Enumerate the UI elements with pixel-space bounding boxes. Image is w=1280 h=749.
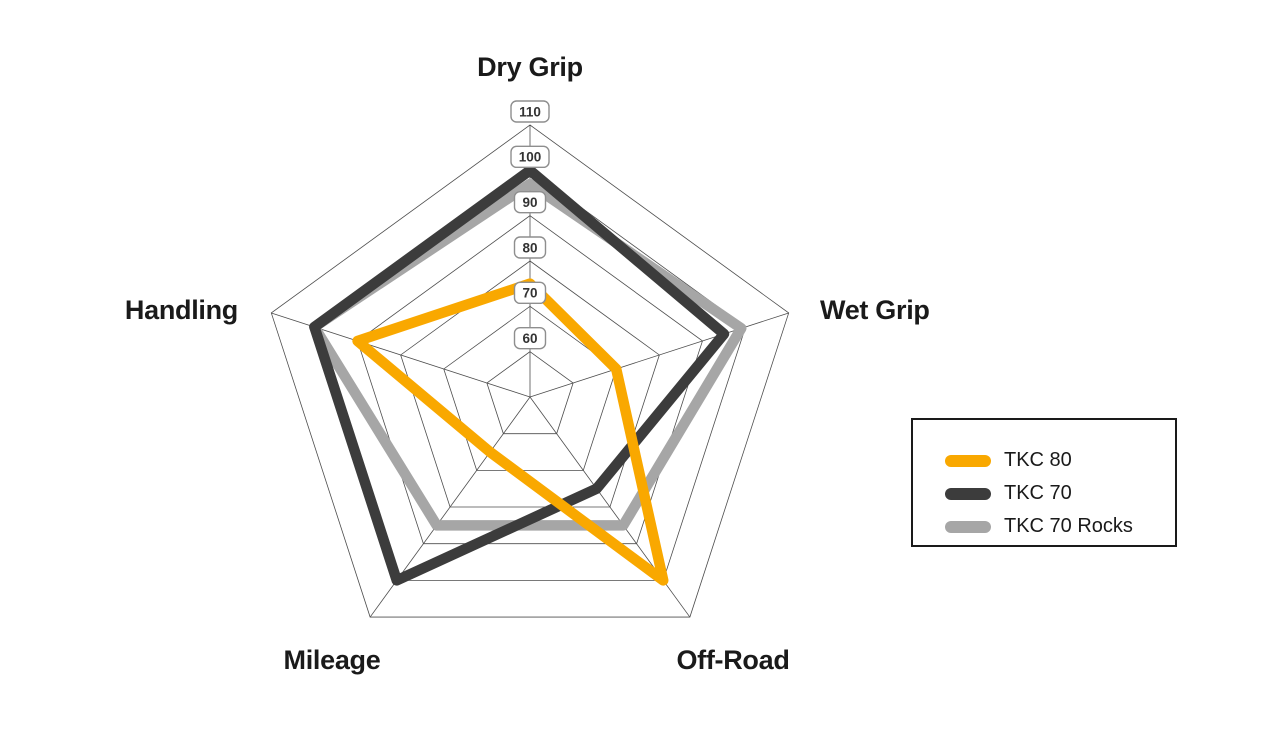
axis-label-off-road: Off-Road <box>676 645 790 675</box>
legend-item-tkc-70: TKC 70 <box>945 477 1175 510</box>
legend-swatch-tkc-70 <box>945 487 991 500</box>
legend-label-tkc-70: TKC 70 <box>1004 482 1072 504</box>
legend: TKC 80 TKC 70 TKC 70 Rocks <box>911 418 1177 547</box>
legend-item-tkc-70-rocks: TKC 70 Rocks <box>945 510 1175 543</box>
tick-label-90: 90 <box>522 195 537 210</box>
tick-box-80 <box>513 236 547 259</box>
axis-label-handling: Handling <box>124 295 238 325</box>
radar-ring-90 <box>357 215 703 545</box>
tick-box-60 <box>513 326 547 350</box>
tick-box-100 <box>510 145 550 169</box>
legend-rows: TKC 80 TKC 70 TKC 70 Rocks <box>945 444 1175 543</box>
tick-label-70: 70 <box>522 286 537 301</box>
radar-ring-110 <box>270 124 790 618</box>
series-polygon-tkc-70 <box>309 165 730 586</box>
tick-label-60: 60 <box>522 331 537 346</box>
axis-label-dry-grip: Dry Grip <box>477 52 583 82</box>
tick-box-70 <box>513 281 547 305</box>
radar-ring-80 <box>400 260 660 508</box>
legend-label-tkc-80: TKC 80 <box>1004 449 1072 471</box>
tick-label-80: 80 <box>522 240 537 255</box>
legend-label-tkc-70-rocks: TKC 70 Rocks <box>1004 515 1133 537</box>
tick-box-90 <box>513 190 547 214</box>
radar-ring-60 <box>486 351 574 435</box>
tick-label-110: 110 <box>519 104 541 119</box>
tick-label-100: 100 <box>519 150 542 165</box>
series-polygon-tkc-80 <box>352 278 669 586</box>
axis-label-mileage: Mileage <box>283 645 381 675</box>
axis-label-wet-grip: Wet Grip <box>820 295 930 325</box>
legend-item-tkc-80: TKC 80 <box>945 444 1175 477</box>
legend-swatch-tkc-80 <box>945 454 991 467</box>
legend-swatch-tkc-70-rocks <box>945 520 991 533</box>
tick-box-110 <box>510 100 550 123</box>
